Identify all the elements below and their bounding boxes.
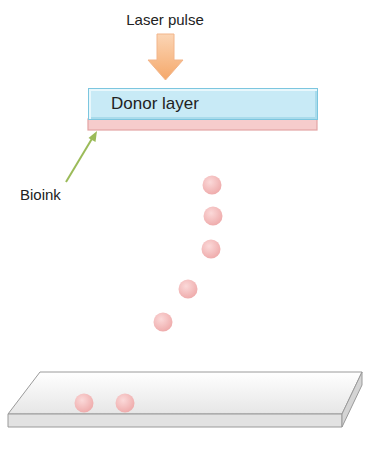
- leader-arrowhead: [89, 131, 98, 142]
- substrate-front: [8, 414, 342, 427]
- laser-arrow: [148, 34, 183, 80]
- droplets: [75, 176, 223, 413]
- bioink-label: Bioink: [20, 186, 61, 203]
- substrate-side: [342, 372, 362, 427]
- laser-label: Laser pulse: [126, 11, 204, 28]
- bioink-film: [88, 119, 317, 130]
- layer-name: Donor layer: [111, 94, 199, 114]
- substrate-top: [8, 372, 362, 414]
- donor-layer: Donor layer: [88, 88, 318, 120]
- leader-arrow: [66, 137, 93, 182]
